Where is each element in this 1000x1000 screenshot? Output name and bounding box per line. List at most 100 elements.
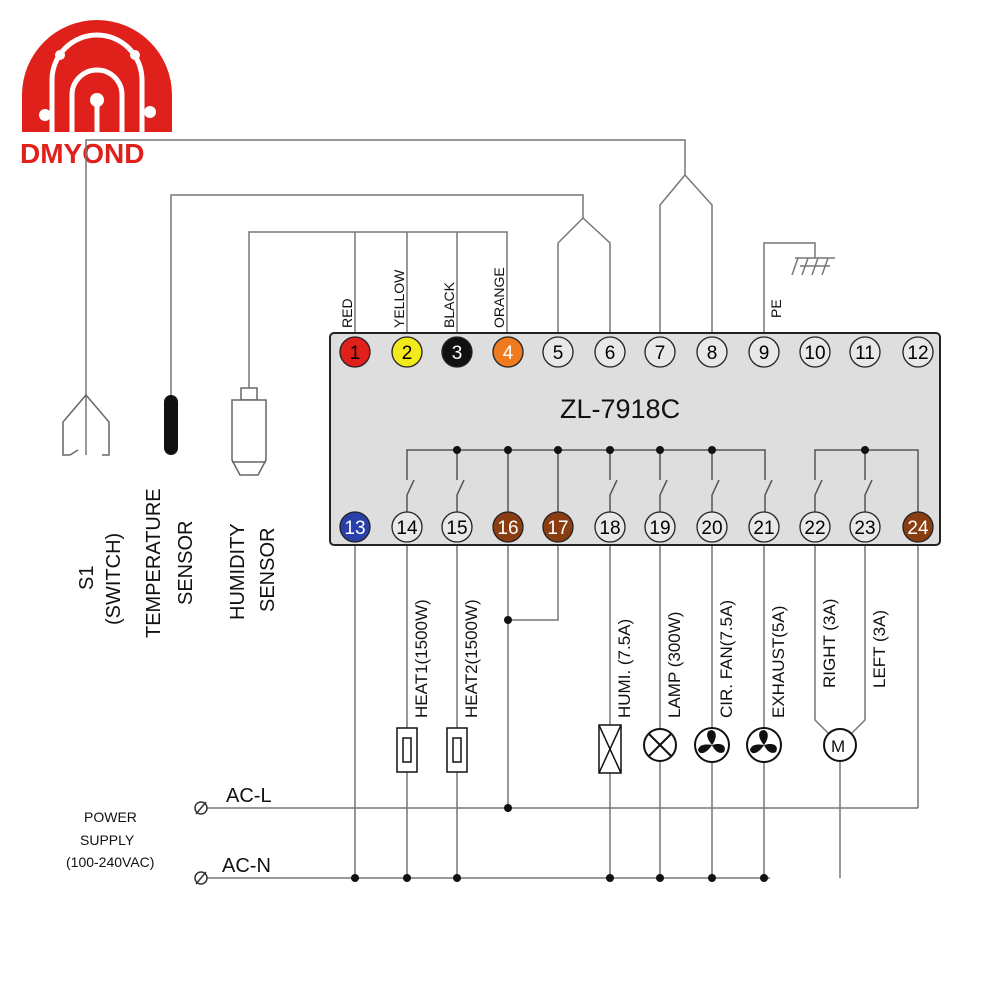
terminal-number: 2 bbox=[402, 343, 413, 364]
terminal-number: 6 bbox=[605, 343, 616, 364]
terminal-circle bbox=[594, 511, 626, 543]
wire-label-yellow: YELLOW bbox=[391, 269, 407, 328]
relay-contacts bbox=[406, 449, 919, 515]
terminal-number: 21 bbox=[753, 518, 774, 539]
terminal-8: 8 bbox=[696, 336, 728, 368]
terminal-number: 23 bbox=[854, 518, 875, 539]
terminal-circle bbox=[441, 336, 473, 368]
switch-label-name: S1 bbox=[76, 566, 98, 590]
circulation-fan-icon bbox=[694, 727, 730, 763]
terminal-2: 2 bbox=[391, 336, 423, 368]
terminal-circle bbox=[492, 336, 524, 368]
ac-terminals bbox=[194, 801, 208, 885]
exhaust-label: EXHAUST(5A) bbox=[769, 606, 788, 718]
junction-dots bbox=[351, 616, 768, 882]
terminal-circle bbox=[849, 336, 881, 368]
terminal-number: 22 bbox=[804, 518, 825, 539]
heater1-icon bbox=[396, 727, 418, 773]
humidity-probe-icon bbox=[231, 387, 267, 476]
terminal-3: 3 bbox=[441, 336, 473, 368]
terminal-number: 17 bbox=[547, 518, 568, 539]
exhaust-fan-icon bbox=[746, 727, 782, 763]
switch-label-type: (SWITCH) bbox=[103, 533, 125, 625]
terminal-19: 19 bbox=[644, 511, 676, 543]
humidifier-icon bbox=[598, 724, 622, 774]
relay-dots bbox=[453, 446, 869, 454]
terminal-1: 1 bbox=[339, 336, 371, 368]
terminal-number: 11 bbox=[855, 343, 875, 364]
lamp-label: LAMP (300W) bbox=[665, 612, 684, 718]
terminal-number: 3 bbox=[452, 343, 463, 364]
terminal-circle bbox=[849, 511, 881, 543]
terminal-circle bbox=[339, 336, 371, 368]
terminal-6: 6 bbox=[594, 336, 626, 368]
motor-icon: M bbox=[823, 728, 857, 762]
terminal-22: 22 bbox=[799, 511, 831, 543]
terminal-number: 13 bbox=[344, 518, 365, 539]
terminal-18: 18 bbox=[594, 511, 626, 543]
terminal-number: 14 bbox=[396, 518, 418, 539]
terminal-circle bbox=[799, 336, 831, 368]
terminal-circle bbox=[902, 511, 934, 543]
terminal-number: 5 bbox=[553, 343, 564, 364]
wire-label-black: BLACK bbox=[441, 281, 457, 328]
terminal-number: 19 bbox=[649, 518, 670, 539]
svg-text:M: M bbox=[831, 737, 845, 756]
terminal-17: 17 bbox=[542, 511, 574, 543]
terminal-10: 10 bbox=[799, 336, 831, 368]
terminal-circle bbox=[696, 336, 728, 368]
left-label: LEFT (3A) bbox=[870, 610, 889, 688]
temperature-probe-icon bbox=[164, 395, 178, 455]
terminal-5: 5 bbox=[542, 336, 574, 368]
terminal-number: 8 bbox=[707, 343, 718, 364]
humidity-label-line1: HUMIDITY bbox=[227, 523, 249, 620]
ac-l-label: AC-L bbox=[226, 785, 272, 807]
brand-name: DMYOND bbox=[20, 138, 144, 169]
temperature-label-line2: SENSOR bbox=[175, 521, 197, 605]
terminal-number: 7 bbox=[655, 343, 666, 364]
terminal-number: 9 bbox=[759, 343, 770, 364]
lamp-icon bbox=[643, 728, 677, 762]
terminal-circle bbox=[492, 511, 524, 543]
wire-label-red: RED bbox=[339, 298, 355, 328]
terminal-14: 14 bbox=[391, 511, 423, 543]
terminal-circle bbox=[902, 336, 934, 368]
terminal-20: 20 bbox=[696, 511, 728, 543]
terminal-15: 15 bbox=[441, 511, 473, 543]
terminal-circle bbox=[644, 336, 676, 368]
terminal-number: 24 bbox=[907, 518, 929, 539]
humi-label: HUMI. (7.5A) bbox=[615, 619, 634, 718]
terminal-number: 1 bbox=[350, 343, 361, 364]
heat2-label: HEAT2(1500W) bbox=[462, 599, 481, 718]
terminal-16: 16 bbox=[492, 511, 524, 543]
power-label-line1: POWER bbox=[84, 809, 137, 825]
wires bbox=[85, 139, 919, 879]
terminal-7: 7 bbox=[644, 336, 676, 368]
wire-label-orange: ORANGE bbox=[491, 267, 507, 328]
switch-symbol bbox=[62, 394, 110, 456]
terminal-number: 18 bbox=[599, 518, 620, 539]
terminal-circle bbox=[748, 336, 780, 368]
terminal-circle bbox=[799, 511, 831, 543]
terminal-circle bbox=[594, 336, 626, 368]
power-label-line2: SUPPLY bbox=[80, 832, 135, 848]
heater2-icon bbox=[446, 727, 468, 773]
heat1-label: HEAT1(1500W) bbox=[412, 599, 431, 718]
terminal-9: 9 bbox=[748, 336, 780, 368]
terminal-4: 4 bbox=[492, 336, 524, 368]
humidity-label-line2: SENSOR bbox=[257, 528, 279, 612]
terminal-circle bbox=[391, 336, 423, 368]
terminal-24: 24 bbox=[902, 511, 934, 543]
controller-model: ZL-7918C bbox=[560, 394, 680, 424]
terminal-number: 20 bbox=[701, 518, 722, 539]
ac-n-label: AC-N bbox=[222, 855, 271, 877]
fan-label: CIR. FAN(7.5A) bbox=[717, 600, 736, 718]
terminal-number: 15 bbox=[446, 518, 467, 539]
terminal-circle bbox=[542, 336, 574, 368]
terminal-circle bbox=[339, 511, 371, 543]
power-label-line3: (100-240VAC) bbox=[66, 854, 154, 870]
terminal-circle bbox=[748, 511, 780, 543]
right-label: RIGHT (3A) bbox=[820, 599, 839, 688]
terminal-circle bbox=[696, 511, 728, 543]
